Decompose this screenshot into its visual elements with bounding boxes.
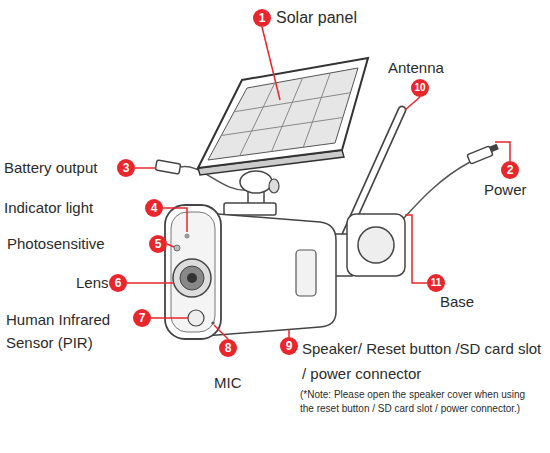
- leader-line: [167, 244, 174, 247]
- battery-plug: [155, 160, 180, 174]
- part-label: Speaker/ Reset button /SD card slot / po…: [302, 336, 542, 386]
- leader-line: [495, 142, 510, 161]
- callout-text: 11: [431, 277, 442, 288]
- leader-line: [262, 27, 280, 100]
- callout-number: 5: [149, 235, 167, 253]
- callout-number: 6: [109, 274, 127, 292]
- leader-line: [127, 282, 174, 284]
- power-cable: [395, 162, 470, 228]
- panel-frame: [198, 58, 368, 168]
- callout-text: 2: [507, 163, 514, 177]
- callout-number: 2: [501, 161, 519, 179]
- part-label: Indicator light: [4, 198, 93, 218]
- leader-line: [151, 317, 188, 319]
- callout-number: 10: [411, 79, 429, 97]
- leader-line: [135, 167, 156, 169]
- lens-ring: [173, 259, 211, 297]
- leader-line: [405, 215, 427, 283]
- panel-cells: [208, 68, 358, 160]
- front-bezel: [171, 212, 215, 332]
- part-label: Antenna: [388, 58, 444, 78]
- callout-number: 3: [117, 159, 135, 177]
- panel-grid: [221, 73, 350, 156]
- part-label: Solar panel: [276, 8, 357, 28]
- callout-text: 6: [115, 276, 122, 290]
- mount-knob: [269, 179, 279, 193]
- mic-hole: [211, 321, 214, 324]
- lens-center: [187, 273, 197, 283]
- note-text: (*Note: Please open the speaker cover wh…: [300, 388, 540, 416]
- base-joint: [358, 227, 394, 263]
- callout-number: 9: [280, 337, 298, 355]
- callout-text: 9: [286, 339, 293, 353]
- callout-text: 10: [414, 82, 425, 93]
- part-label: MIC: [214, 373, 242, 393]
- leader-line: [214, 325, 228, 339]
- part-label: Power: [484, 180, 527, 200]
- leader-line: [405, 97, 420, 110]
- callout-text: 7: [139, 311, 146, 325]
- part-label: Base: [440, 292, 474, 312]
- callout-text: 8: [225, 341, 232, 355]
- camera-body: [205, 213, 336, 336]
- leader-line: [163, 208, 187, 232]
- callout-number: 11: [427, 274, 445, 292]
- leader-line: [288, 330, 290, 337]
- body-tab: [296, 250, 316, 296]
- callout-number: 4: [145, 199, 163, 217]
- power-plug-tip: [489, 144, 499, 153]
- photo-sensor: [174, 245, 180, 251]
- part-label: Human Infrared Sensor (PIR): [6, 308, 136, 354]
- callout-number: 1: [253, 9, 271, 27]
- indicator-dot: [185, 234, 190, 239]
- power-plug: [467, 146, 493, 164]
- callout-text: 1: [259, 11, 266, 25]
- pir-sensor: [188, 310, 204, 326]
- camera-front: [165, 205, 221, 339]
- lens-glass: [180, 266, 204, 290]
- callout-number: 8: [219, 339, 237, 357]
- mount-bracket: [224, 203, 276, 215]
- callout-text: 5: [155, 237, 162, 251]
- callout-text: 4: [151, 201, 158, 215]
- base-plate: [347, 214, 405, 276]
- part-label: Photosensitive: [7, 234, 105, 254]
- leader-lines: [127, 27, 510, 339]
- part-label: Lens: [76, 273, 109, 293]
- callout-number: 7: [133, 309, 151, 327]
- mount-ball: [240, 171, 272, 193]
- callout-text: 3: [123, 161, 130, 175]
- part-label: Battery output: [4, 158, 97, 178]
